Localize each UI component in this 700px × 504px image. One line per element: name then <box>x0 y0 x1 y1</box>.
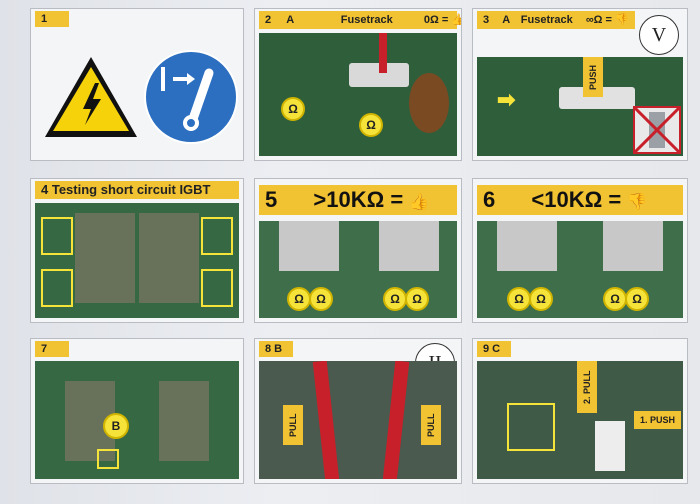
pull-label: PULL <box>283 405 303 445</box>
step-9-panel: 9 C 2. PULL 1. PUSH <box>472 338 688 484</box>
step-1-panel: 1 <box>30 8 244 161</box>
roman-numeral-badge: V <box>639 15 679 55</box>
pcb-photo: ➡ PUSH <box>477 57 683 156</box>
arrow-right-icon: ➡ <box>497 87 516 112</box>
pcb-photo: Ω Ω <box>259 33 457 156</box>
thumbs-up-icon: 👍 <box>409 194 430 211</box>
step-number: 3 <box>483 14 490 26</box>
resistance-value: 0Ω = <box>423 14 449 26</box>
resistance-value: >10KΩ = <box>313 187 404 212</box>
step-5-panel: 5 >10KΩ = 👍 Ω Ω Ω Ω <box>254 178 462 323</box>
pcb-photo: Ω Ω Ω Ω <box>259 221 457 318</box>
crossed-fuse-icon <box>633 106 681 154</box>
step-header: 3 A Fusetrack ∞Ω = 👎 <box>477 11 635 29</box>
step-header: 5 >10KΩ = 👍 <box>259 185 457 215</box>
connector-b-marker: B <box>103 413 129 439</box>
step-7-panel: 7 B <box>30 338 244 484</box>
pcb-photo <box>35 203 239 318</box>
step-title: 9 C <box>477 341 511 357</box>
ohm-marker: Ω <box>287 287 311 311</box>
ohm-marker: Ω <box>309 287 333 311</box>
resistance-value: ∞Ω = <box>585 14 612 26</box>
pcb-photo: Ω Ω Ω Ω <box>477 221 683 318</box>
thumbs-down-icon: 👎 <box>615 14 629 26</box>
step-3-panel: 3 A Fusetrack ∞Ω = 👎 V ➡ PUSH <box>472 8 688 161</box>
step-title: 8 B <box>259 341 293 357</box>
step-number: 1 <box>35 11 69 27</box>
step-letter: A <box>502 14 510 26</box>
step-8-panel: 8 B II PULL PULL <box>254 338 462 484</box>
step-6-panel: 6 <10KΩ = 👎 Ω Ω Ω Ω <box>472 178 688 323</box>
step-header: 6 <10KΩ = 👎 <box>477 185 683 215</box>
ohm-marker: Ω <box>405 287 429 311</box>
ohm-marker: Ω <box>529 287 553 311</box>
thumbs-down-icon: 👎 <box>627 194 648 211</box>
pcb-photo: 2. PULL 1. PUSH <box>477 361 683 479</box>
step-title: 4 Testing short circuit IGBT <box>35 181 239 199</box>
disconnect-mandatory-icon <box>144 50 238 144</box>
pcb-photo: B <box>35 361 239 479</box>
step-number: 7 <box>35 341 69 357</box>
step-title: Fusetrack <box>340 14 393 26</box>
step-2-panel: 2 A Fusetrack 0Ω = 👍 Ω Ω <box>254 8 462 161</box>
ohm-marker: Ω <box>281 97 305 121</box>
push-label: 1. PUSH <box>633 411 681 429</box>
ohm-marker: Ω <box>507 287 531 311</box>
ohm-marker: Ω <box>625 287 649 311</box>
step-number: 6 <box>483 187 496 212</box>
thumbs-up-icon: 👍 <box>451 14 461 26</box>
resistance-value: <10KΩ = <box>531 187 622 212</box>
ohm-marker: Ω <box>383 287 407 311</box>
pull-label: 2. PULL <box>577 361 597 413</box>
step-title: Fusetrack <box>520 14 573 26</box>
electrical-hazard-icon <box>45 57 137 137</box>
step-4-panel: 4 Testing short circuit IGBT <box>30 178 244 323</box>
push-label: PUSH <box>583 57 603 97</box>
step-letter: A <box>286 14 294 26</box>
pull-label: PULL <box>421 405 441 445</box>
ohm-marker: Ω <box>359 113 383 137</box>
step-header: 2 A Fusetrack 0Ω = 👍 <box>259 11 461 29</box>
step-number: 5 <box>265 187 278 212</box>
ohm-marker: Ω <box>603 287 627 311</box>
step-number: 2 <box>265 14 272 26</box>
pcb-photo: PULL PULL <box>259 361 457 479</box>
